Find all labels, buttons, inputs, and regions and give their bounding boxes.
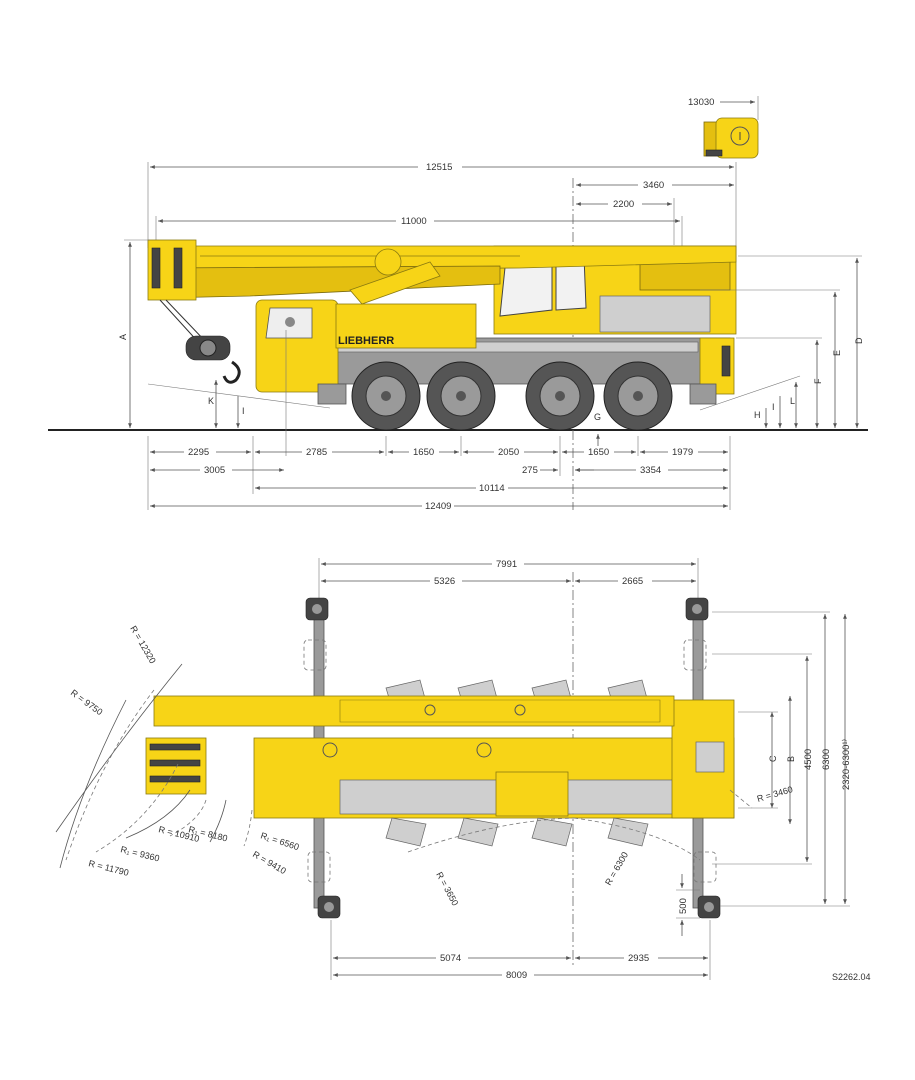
drawing-code: S2262.04 [832,972,871,982]
radius-6300: R = 6300 [603,850,630,887]
dim-12515: 12515 [426,162,452,173]
dim-1979: 1979 [672,447,693,458]
carrier-deck [335,303,477,349]
label-B: B [786,756,796,762]
dim-1650-rear: 1650 [588,447,609,458]
dim-5074: 5074 [440,953,461,964]
dim-6300: 6300 [821,749,832,770]
top-view-bottom-dimensions: 5074 2935 8009 [330,920,711,981]
swing-radii [55,663,753,869]
dim-2050: 2050 [498,447,519,458]
wheel [603,361,673,431]
radius-9750: R = 9750 [69,688,105,718]
dim-8009: 8009 [506,970,527,981]
radius-11790: R = 11790 [88,858,130,878]
dim-3460: 3460 [643,180,664,191]
brand-logo: LIEBHERR [338,335,394,347]
dim-3005: 3005 [204,465,225,476]
label-F: F [813,378,823,384]
dim-3354: 3354 [640,465,661,476]
wheel [351,361,421,431]
dim-2665: 2665 [622,576,643,587]
dim-275: 275 [522,465,538,476]
top-boom [145,695,675,795]
telescopic-boom [147,239,737,305]
side-view: 13030 12515 3460 2200 11000 [48,96,868,512]
top-view: 7991 5326 2665 [55,558,852,981]
dim-2295: 2295 [188,447,209,458]
dim-11000: 11000 [401,216,427,227]
dim-2785: 2785 [306,447,327,458]
hook-block [159,299,241,384]
luffing-cylinder [349,261,441,305]
radius-3650: R = 3650 [434,870,460,907]
radius-6560: R₁ = 6560 [259,830,300,852]
dim-1650-front: 1650 [413,447,434,458]
label-D: D [854,337,864,344]
label-E: E [832,350,842,356]
dim-2320-6300: 2320-6300¹⁾ [841,739,852,790]
wheels [351,361,673,431]
dim-2200: 2200 [613,199,634,210]
radius-9410: R = 9410 [251,849,288,876]
label-H: H [754,410,761,420]
dim-7991: 7991 [496,559,517,570]
dim-12409: 12409 [425,501,451,512]
radius-9360: R₁ = 9360 [120,844,161,863]
top-carrier [253,699,735,819]
label-L: L [790,396,795,406]
dim-13030: 13030 [688,97,714,108]
dim-10114: 10114 [479,483,505,494]
dim-500: 500 [678,898,689,914]
label-I: I [242,406,245,416]
dim-4500: 4500 [803,749,814,770]
top-view-top-dimensions: 7991 5326 2665 [318,558,699,600]
top-view-right-dimensions: 4500 6300 2320-6300¹⁾ B C 500 [676,611,852,936]
dim-5326: 5326 [434,576,455,587]
side-letter-dimensions: A D E F G H I K I L [118,239,864,446]
label-G: G [594,412,601,422]
label-I-rear: I [772,402,775,412]
side-bottom-dimensions: 2295 2785 1650 2050 1650 1979 3005 275 [147,330,731,512]
label-C: C [768,755,778,762]
label-A: A [118,334,128,340]
side-top-dimensions: 13030 12515 3460 2200 11000 [147,96,759,248]
carrier: LIEBHERR [255,299,735,405]
counterweight-end-view [703,117,759,159]
wheel [525,361,595,431]
label-K: K [208,396,214,406]
radius-3460: R = 3460 [756,784,794,804]
dim-2935: 2935 [628,953,649,964]
wheel [426,361,496,431]
radius-12320: R = 12320 [128,624,158,665]
